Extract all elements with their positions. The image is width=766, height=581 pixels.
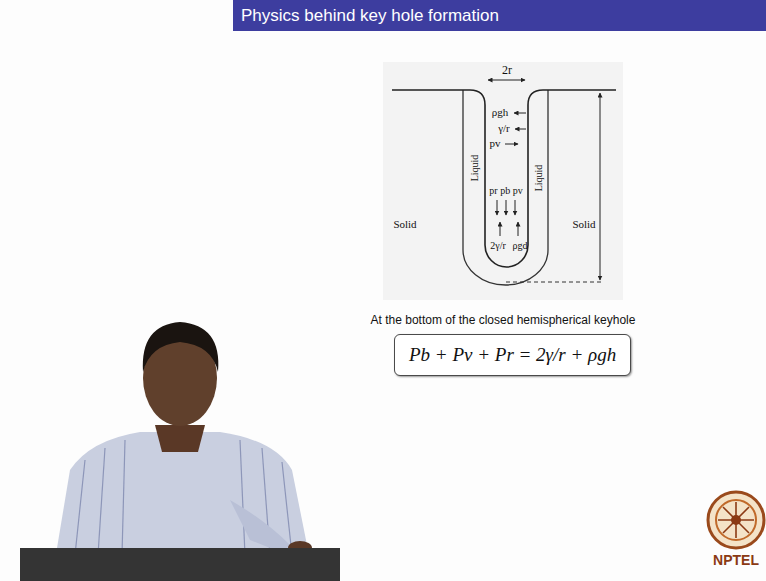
figure-caption: At the bottom of the closed hemispherica… (371, 314, 636, 327)
pressure-label: γ/r (498, 122, 510, 134)
equation-box: Pb + Pv + Pr = 2γ/r + ρgh (394, 334, 631, 376)
pressure-label: ρgh (492, 106, 509, 118)
region-label: Liquid (533, 165, 544, 192)
region-label: Solid (572, 218, 595, 230)
region-label: Liquid (469, 155, 480, 182)
equation-text: Pb + Pv + Pr = 2γ/r + ρgh (409, 344, 616, 366)
slide-title: Physics behind key hole formation (233, 0, 766, 31)
pressure-label: pv (490, 137, 501, 149)
keyhole-illustration (383, 62, 623, 300)
nptel-logo (708, 492, 764, 548)
pressure-label: ρgd (513, 240, 528, 251)
pressure-label: 2γ/r (490, 240, 506, 251)
pressure-label: pr pb pv (489, 185, 522, 196)
region-label: Solid (393, 218, 416, 230)
title-bar: Physics behind key hole formation (233, 0, 766, 31)
logo-text: NPTEL (713, 553, 759, 568)
speaker-figure (20, 322, 340, 581)
dimension-label: 2r (502, 64, 512, 77)
